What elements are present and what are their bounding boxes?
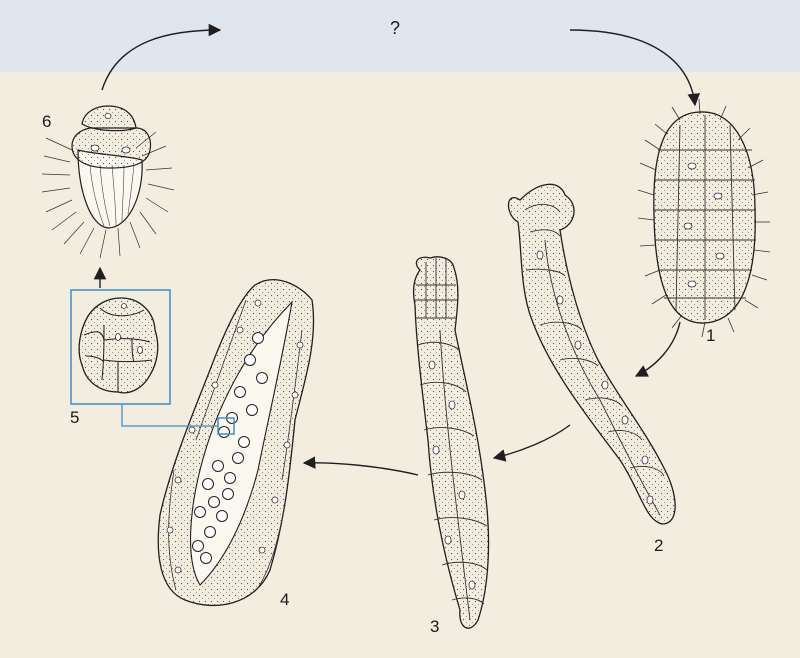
- arrow-1-to-2: [634, 321, 681, 377]
- stage-3-segmented-column: [413, 256, 490, 629]
- arrow-2-to-3: [492, 424, 571, 462]
- stage-label-6: 6: [42, 112, 52, 131]
- stage-2-elongating-body: [507, 183, 676, 525]
- arrow-unknown-to-1: [569, 29, 700, 107]
- arrow-3-to-4: [302, 456, 419, 476]
- stage-4-body-with-embryos: [157, 279, 315, 607]
- cycle-arrows: [93, 23, 700, 476]
- stage-label-5: 5: [70, 408, 80, 427]
- top-band: [0, 0, 800, 72]
- stage-label-2: 2: [654, 536, 664, 555]
- unknown-stage-question-mark: ?: [390, 18, 401, 38]
- stage-1-ciliated-larva: [637, 98, 771, 338]
- stage-5-embryo-inset: [70, 289, 171, 405]
- stage-6-ciliated-swimmer: [41, 105, 175, 259]
- stage-label-3: 3: [430, 617, 440, 636]
- arrow-6-to-unknown: [101, 23, 222, 91]
- stage-label-4: 4: [280, 590, 290, 609]
- callout-connector: [121, 404, 218, 427]
- stage-label-1: 1: [706, 326, 716, 345]
